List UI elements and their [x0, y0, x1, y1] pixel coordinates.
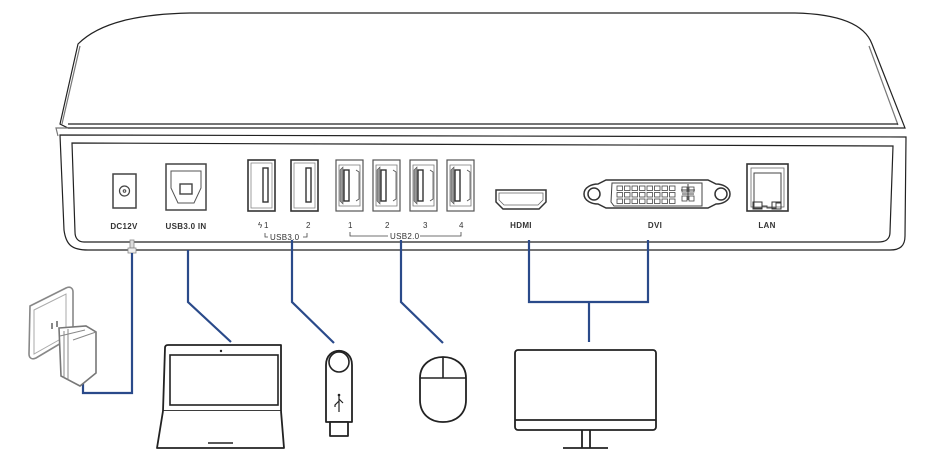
- usb2-port-1[interactable]: [335, 159, 364, 212]
- usb2-port3-label: 3: [423, 221, 428, 230]
- cable-usb2-2: [399, 240, 444, 344]
- usb-b-port-icon: [165, 163, 207, 211]
- dvi-pin: [631, 185, 638, 191]
- power-adapter-icon: [28, 286, 97, 387]
- dvi-pin: [631, 198, 638, 204]
- power-adapter: [28, 286, 97, 387]
- usb3-port2-label: 2: [306, 221, 311, 230]
- cables: [81, 240, 650, 395]
- dvi-pin: [616, 192, 623, 198]
- usb3-group-label: USB3.0: [270, 233, 300, 242]
- rj45-port-icon: [746, 163, 789, 212]
- usb2-port1-label: 1: [348, 221, 353, 230]
- hdmi-port[interactable]: [495, 189, 547, 210]
- dvi-pin: [616, 185, 623, 191]
- usb2-group: 1 2 3 4 USB2.0: [348, 221, 464, 241]
- usb2-port2-label: 2: [385, 221, 390, 230]
- dvi-port[interactable]: [583, 179, 731, 209]
- dvi-pin: [639, 185, 646, 191]
- hdmi-port-icon: [495, 189, 547, 210]
- hdmi-label: HDMI: [510, 221, 532, 230]
- dvi-port-icon: [583, 179, 731, 209]
- dvi-pin: [661, 198, 668, 204]
- cable-dc: [81, 253, 134, 395]
- dvi-pin: [624, 198, 631, 204]
- dc-jack-port[interactable]: [112, 173, 137, 209]
- dvi-pin: [646, 198, 653, 204]
- dvi-pin: [654, 198, 661, 204]
- dvi-pin: [669, 198, 676, 204]
- dvi-pin: [654, 185, 661, 191]
- dvi-pin: [661, 192, 668, 198]
- dvi-pin: [646, 192, 653, 198]
- usb2-port-4[interactable]: [446, 159, 475, 212]
- usb3-port1-charge-icon: ϟ: [258, 221, 263, 230]
- cable-usb3-2: [290, 240, 335, 344]
- dvi-label: DVI: [648, 221, 662, 230]
- mouse: [419, 356, 467, 423]
- usb-flash-drive: [325, 349, 353, 437]
- dvi-pin: [624, 192, 631, 198]
- dock-housing: [55, 12, 907, 251]
- laptop: [156, 344, 285, 449]
- usb3-port-2[interactable]: [290, 159, 319, 212]
- monitor: [514, 349, 657, 449]
- dvi-pin: [639, 198, 646, 204]
- usb2-port4-label: 4: [459, 221, 464, 230]
- lan-label: LAN: [758, 221, 775, 230]
- dvi-pin: [661, 185, 668, 191]
- usb3-port-1[interactable]: [247, 159, 276, 212]
- usb2-port-2[interactable]: [372, 159, 401, 212]
- dvi-pin: [631, 192, 638, 198]
- dc12v-label: DC12V: [110, 222, 138, 231]
- usb2-port-3[interactable]: [409, 159, 438, 212]
- dvi-pin: [639, 192, 646, 198]
- dvi-pin: [646, 185, 653, 191]
- usb3-in-label: USB3.0 IN: [166, 222, 207, 231]
- dc-jack-icon: [112, 173, 137, 209]
- usb3-in-port[interactable]: [165, 163, 207, 211]
- dvi-pin: [624, 185, 631, 191]
- mouse-icon: [419, 356, 467, 423]
- usb-flash-drive-icon: [325, 349, 353, 437]
- usb3-group: ϟ 1 2 USB3.0: [258, 221, 311, 242]
- lan-port[interactable]: [746, 163, 789, 212]
- dvi-pin: [669, 192, 676, 198]
- laptop-icon: [156, 344, 285, 449]
- dvi-pin: [654, 192, 661, 198]
- monitor-icon: [514, 349, 657, 449]
- cable-hdmi: [527, 240, 650, 304]
- usb3-port1-label: 1: [264, 221, 269, 230]
- usb-a-port-icon: [290, 159, 319, 212]
- usb-a-ports: [247, 159, 475, 212]
- usb2-group-label: USB2.0: [390, 232, 420, 241]
- dvi-pin: [616, 198, 623, 204]
- usb-a-port-icon: [247, 159, 276, 212]
- cable-usb3-in: [186, 250, 232, 343]
- dvi-pin: [669, 185, 676, 191]
